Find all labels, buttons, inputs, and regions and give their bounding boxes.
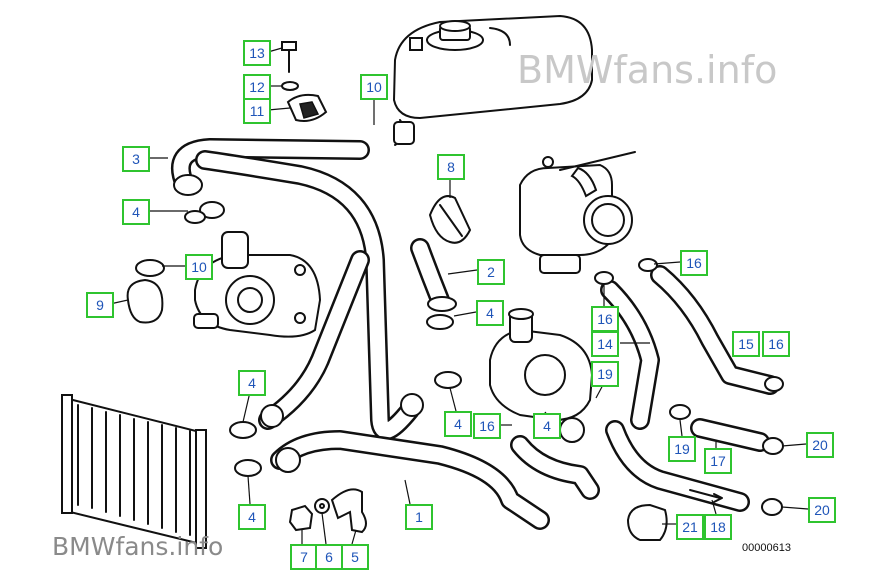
callout-8[interactable]: 8 <box>437 154 465 180</box>
diagram-number: 00000613 <box>742 542 791 554</box>
callout-5[interactable]: 5 <box>341 544 369 570</box>
callout-3[interactable]: 3 <box>122 146 150 172</box>
callout-16[interactable]: 16 <box>762 331 790 357</box>
callout-21[interactable]: 21 <box>676 514 704 540</box>
callout-4[interactable]: 4 <box>122 199 150 225</box>
radiator <box>61 394 207 549</box>
throttle-body <box>519 151 636 274</box>
clamp-8 <box>428 195 472 244</box>
nut-washer-bracket <box>288 488 367 534</box>
callout-16[interactable]: 16 <box>591 306 619 332</box>
hose-2 <box>410 238 457 330</box>
bolt-washer-bracket <box>281 41 328 122</box>
expansion-tank <box>392 14 593 146</box>
callout-2[interactable]: 2 <box>477 259 505 285</box>
callout-18[interactable]: 18 <box>704 514 732 540</box>
callout-4[interactable]: 4 <box>533 413 561 439</box>
callout-12[interactable]: 12 <box>243 74 271 100</box>
water-pump <box>193 231 322 338</box>
callout-19[interactable]: 19 <box>591 361 619 387</box>
callout-13[interactable]: 13 <box>243 40 271 66</box>
callout-4[interactable]: 4 <box>238 370 266 396</box>
callout-14[interactable]: 14 <box>591 331 619 357</box>
leader-lines <box>109 47 809 545</box>
upper-hose <box>171 138 420 441</box>
callout-1[interactable]: 1 <box>405 504 433 530</box>
thermostat-housing <box>489 308 594 443</box>
callout-6[interactable]: 6 <box>315 544 343 570</box>
callout-11[interactable]: 11 <box>243 98 271 124</box>
callout-4[interactable]: 4 <box>238 504 266 530</box>
callout-16[interactable]: 16 <box>680 250 708 276</box>
callout-7[interactable]: 7 <box>290 544 318 570</box>
callout-4[interactable]: 4 <box>444 411 472 437</box>
bypass-hose <box>126 259 165 324</box>
callout-10[interactable]: 10 <box>360 74 388 100</box>
heater-hoses <box>594 258 784 430</box>
callout-20[interactable]: 20 <box>808 497 836 523</box>
callout-10[interactable]: 10 <box>185 254 213 280</box>
callout-19[interactable]: 19 <box>668 436 696 462</box>
watermark-bottom: BMWfans.info <box>52 532 224 561</box>
hose-18 <box>605 420 783 516</box>
radiator-clamps <box>184 210 462 477</box>
lower-hose <box>258 250 600 530</box>
callout-15[interactable]: 15 <box>732 331 760 357</box>
callout-16[interactable]: 16 <box>473 413 501 439</box>
callout-20[interactable]: 20 <box>806 432 834 458</box>
callout-4[interactable]: 4 <box>476 300 504 326</box>
callout-17[interactable]: 17 <box>704 448 732 474</box>
bracket-21 <box>626 503 668 541</box>
hose-17 <box>669 404 784 455</box>
watermark-top: BMWfans.info <box>517 48 778 92</box>
callout-9[interactable]: 9 <box>86 292 114 318</box>
